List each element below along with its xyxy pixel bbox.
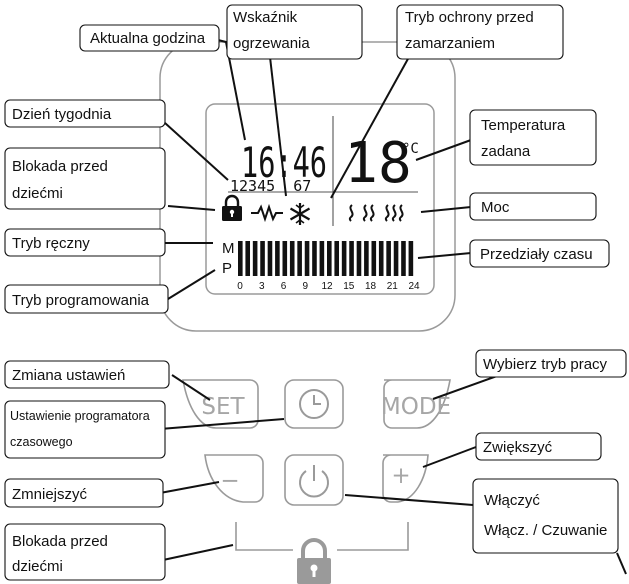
time-slot-bar <box>282 241 288 276</box>
callout-child-lock-display: Blokada przed dziećmi <box>4 147 166 210</box>
manual-mode-letter: M <box>222 240 235 257</box>
svg-text:Wybierz tryb pracy: Wybierz tryb pracy <box>483 356 608 373</box>
svg-text:Moc: Moc <box>481 199 510 216</box>
svg-text:Ustawienie programatora: Ustawienie programatora <box>10 409 150 423</box>
svg-text:Przedziały czasu: Przedziały czasu <box>480 246 593 263</box>
svg-text:zamarzaniem: zamarzaniem <box>405 35 495 52</box>
time-slot-bar <box>378 241 384 276</box>
hour-mark-label: 3 <box>259 281 265 292</box>
callout-child-lock-buttons: Blokada przed dziećmi <box>4 523 166 581</box>
power-level-icons <box>348 204 404 222</box>
day-of-week-numbers: 12345 67 <box>230 177 311 195</box>
callout-decrease: Zmniejszyć <box>4 478 164 508</box>
callout-increase: Zwiększyć <box>475 432 602 461</box>
hour-mark-label: 21 <box>387 281 399 292</box>
time-slot-bar <box>408 241 414 276</box>
heating-wave-icon <box>251 203 283 223</box>
callout-current-time: Aktualna godzina <box>79 24 220 52</box>
set-button[interactable] <box>182 379 259 429</box>
svg-text:czasowego: czasowego <box>10 435 73 449</box>
time-slot-bar <box>356 241 362 276</box>
callout-select-mode: Wybierz tryb pracy <box>475 349 627 378</box>
svg-text:Tryb programowania: Tryb programowania <box>12 292 150 309</box>
mode-button[interactable] <box>383 379 451 429</box>
callout-day-of-week: Dzień tygodnia <box>4 99 166 128</box>
time-slot-bar <box>289 241 295 276</box>
time-slot-bar <box>319 241 325 276</box>
time-slot-bar <box>238 241 243 276</box>
time-slot-bar <box>275 241 280 276</box>
time-slot-bar <box>245 241 251 276</box>
plus-button[interactable] <box>382 454 429 503</box>
callout-frost-protection: Tryb ochrony przed zamarzaniem <box>396 4 564 60</box>
mode-button-label: MODE <box>381 394 451 420</box>
time-slot-bar <box>312 241 317 276</box>
program-mode-letter: P <box>222 260 232 277</box>
svg-text:dziećmi: dziećmi <box>12 558 63 575</box>
callout-time-slots: Przedziały czasu <box>469 239 610 268</box>
svg-text:Włącz. / Czuwanie: Włącz. / Czuwanie <box>484 522 607 539</box>
time-slot-bar <box>297 241 302 276</box>
time-slot-bar <box>267 241 273 276</box>
lock-bracket <box>235 522 409 551</box>
hour-mark-label: 9 <box>302 281 308 292</box>
clock-icon <box>299 389 329 419</box>
time-slot-bar <box>401 241 406 276</box>
callout-manual-mode: Tryb ręczny <box>4 228 166 257</box>
svg-text:Blokada przed: Blokada przed <box>12 158 108 175</box>
svg-text:Włączyć: Włączyć <box>484 492 540 509</box>
svg-text:Wskaźnik: Wskaźnik <box>233 9 298 26</box>
time-slot-bar <box>393 241 399 276</box>
svg-text:ogrzewania: ogrzewania <box>233 35 310 52</box>
hour-mark-label: 18 <box>365 281 377 292</box>
padlock-icon <box>222 194 242 221</box>
time-slot-bar <box>252 241 258 276</box>
time-slot-bar <box>371 241 377 276</box>
time-slot-bar <box>304 241 310 276</box>
svg-text:Blokada przed: Blokada przed <box>12 533 108 550</box>
minus-button[interactable] <box>204 454 264 503</box>
svg-text:Tryb ochrony przed: Tryb ochrony przed <box>405 9 534 26</box>
callout-power-on: Włączyć Włącz. / Czuwanie <box>472 478 619 554</box>
power-icon <box>299 465 329 498</box>
hour-mark-label: 6 <box>281 281 287 292</box>
hour-mark-label: 0 <box>237 281 243 292</box>
svg-text:zadana: zadana <box>481 143 531 160</box>
plus-button-label: + <box>391 463 410 489</box>
svg-text:Dzień tygodnia: Dzień tygodnia <box>12 106 112 123</box>
time-slot-bar <box>386 241 391 276</box>
hour-mark-label: 12 <box>321 281 333 292</box>
svg-text:Temperatura: Temperatura <box>481 117 566 134</box>
hour-marks: 0 3 6 9 12 15 18 21 24 <box>237 281 420 292</box>
callout-change-settings: Zmiana ustawień <box>4 360 170 389</box>
callout-timer-setting: Ustawienie programatora czasowego <box>4 400 166 459</box>
callout-heating-indicator: Wskaźnik ogrzewania <box>226 4 363 60</box>
hour-mark-label: 15 <box>343 281 355 292</box>
time-slot-bar <box>327 241 332 276</box>
time-slot-bar <box>260 241 265 276</box>
time-slot-bar <box>341 241 347 276</box>
snowflake-icon <box>289 203 311 225</box>
svg-text:dziećmi: dziećmi <box>12 185 63 202</box>
svg-text:Zmiana ustawień: Zmiana ustawień <box>12 367 125 384</box>
callout-set-temperature: Temperatura zadana <box>469 109 597 166</box>
time-slot-bar <box>334 241 340 276</box>
svg-text:Zmniejszyć: Zmniejszyć <box>12 486 88 503</box>
callout-power: Moc <box>469 192 597 221</box>
time-slot-bar <box>349 241 354 276</box>
temperature-unit: °C <box>402 141 419 157</box>
callout-program-mode: Tryb programowania <box>4 284 169 314</box>
time-slot-bar <box>364 241 369 276</box>
time-slot-bars <box>238 241 414 276</box>
minus-button-label: − <box>220 468 239 494</box>
svg-text:Aktualna godzina: Aktualna godzina <box>90 30 206 47</box>
svg-text:Tryb ręczny: Tryb ręczny <box>12 235 90 252</box>
hour-mark-label: 24 <box>408 281 420 292</box>
leader-lines <box>159 39 627 575</box>
lock-icon[interactable] <box>297 538 331 584</box>
set-temperature-value: 18 <box>344 131 411 196</box>
svg-text:Zwiększyć: Zwiększyć <box>483 439 553 456</box>
